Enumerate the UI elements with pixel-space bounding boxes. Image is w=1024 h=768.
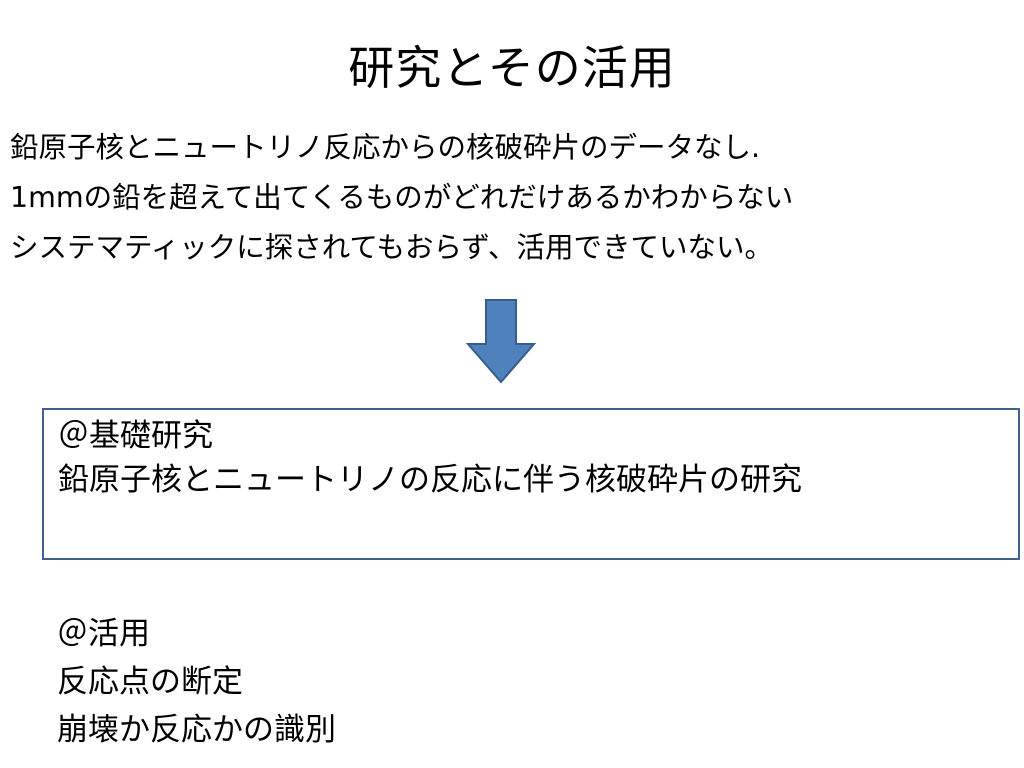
down-arrow-shape: [466, 299, 536, 384]
intro-line: 鉛原子核とニュートリノ反応からの核破砕片のデータなし.: [10, 131, 761, 164]
basic-research-content: ＠基礎研究 鉛原子核とニュートリノの反応に伴う核破砕片の研究: [58, 416, 1008, 498]
usage-item: 反応点の断定: [57, 664, 243, 700]
basic-research-text: 鉛原子核とニュートリノの反応に伴う核破砕片の研究: [58, 462, 802, 498]
intro-line: システマティックに探されてもおらず、活用できていない。: [10, 231, 773, 264]
usage-item: 崩壊か反応かの識別: [57, 712, 336, 748]
intro-line: 1mmの鉛を超えて出てくるものがどれだけあるかわからない: [10, 181, 794, 214]
usage-section: ＠活用 反応点の断定 崩壊か反応かの識別: [57, 610, 336, 754]
usage-heading: ＠活用: [57, 616, 150, 652]
intro-text: 鉛原子核とニュートリノ反応からの核破砕片のデータなし. 1mmの鉛を超えて出てく…: [10, 123, 1020, 273]
basic-research-heading: ＠基礎研究: [58, 418, 213, 454]
slide-title: 研究とその活用: [348, 41, 676, 95]
basic-research-box: ＠基礎研究 鉛原子核とニュートリノの反応に伴う核破砕片の研究: [42, 408, 1020, 560]
down-arrow-icon: [466, 299, 536, 384]
